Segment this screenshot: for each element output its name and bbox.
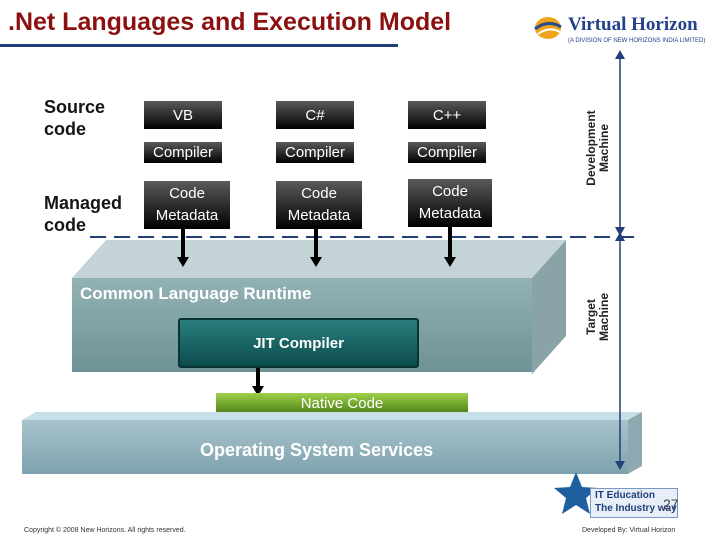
managed-code-label: Managed code	[44, 192, 122, 236]
machine-axis	[615, 50, 625, 470]
vb-code-label: Code	[169, 185, 205, 202]
os-block-top	[22, 412, 642, 474]
csharp-metadata-label: Metadata	[287, 207, 351, 224]
source-label-line2: code	[44, 119, 87, 139]
vb-compiler-box: Compiler	[144, 142, 222, 163]
footer-copyright: Copyright © 2008 New Horizons. All right…	[24, 527, 186, 534]
machine-separator-line	[90, 236, 635, 238]
cpp-code-label: Code	[432, 183, 468, 200]
csharp-arrow	[314, 229, 318, 259]
cpp-code-metadata-box: Code Metadata	[408, 179, 492, 227]
jit-compiler-box: JIT Compiler	[178, 318, 419, 368]
badge-line1: IT Education	[595, 490, 655, 501]
development-machine-label: Development Machine	[584, 103, 615, 193]
cpp-metadata-label: Metadata	[418, 205, 482, 222]
page-number: 27	[663, 496, 679, 512]
jit-to-native-arrow	[256, 368, 260, 388]
slide-title: .Net Languages and Execution Model	[8, 8, 452, 36]
logo-tagline: (A DIVISION OF NEW HORIZONS INDIA LIMITE…	[568, 38, 706, 44]
vb-code-metadata-box: Code Metadata	[144, 181, 230, 229]
managed-label-line1: Managed	[44, 193, 123, 213]
target-line2: Machine	[597, 293, 611, 342]
source-label-line1: Source	[44, 97, 106, 117]
os-services-label: Operating System Services	[200, 440, 434, 460]
csharp-code-label: Code	[301, 185, 337, 202]
jit-to-native-arrowhead	[252, 386, 264, 396]
logo-name: Virtual Horizon	[568, 14, 698, 35]
os-services-block	[22, 420, 628, 474]
csharp-arrowhead	[310, 257, 322, 267]
star-icon	[554, 472, 598, 514]
source-code-label: Source code	[44, 96, 105, 140]
footer-developed-by: Developed By: Virtual Horizon	[582, 527, 676, 534]
csharp-code-metadata-box: Code Metadata	[276, 181, 362, 229]
native-code-box: Native Code	[216, 393, 468, 414]
title-underline	[0, 44, 398, 47]
csharp-box: C#	[276, 101, 354, 129]
vb-arrow	[181, 229, 185, 259]
cpp-arrow	[448, 227, 452, 259]
vb-arrowhead	[177, 257, 189, 267]
cpp-box: C++	[408, 101, 486, 129]
it-education-badge: IT Education The Industry way	[590, 488, 678, 518]
badge-line2: The Industry way	[595, 503, 677, 514]
development-line2: Machine	[597, 124, 611, 173]
csharp-compiler-box: Compiler	[276, 142, 354, 163]
logo-icon	[533, 14, 563, 42]
vb-metadata-label: Metadata	[155, 207, 219, 224]
vb-box: VB	[144, 101, 222, 129]
cpp-arrowhead	[444, 257, 456, 267]
target-machine-label: Target Machine	[584, 282, 615, 352]
clr-label: Common Language Runtime	[80, 284, 312, 303]
managed-label-line2: code	[44, 215, 87, 235]
cpp-compiler-box: Compiler	[408, 142, 486, 163]
